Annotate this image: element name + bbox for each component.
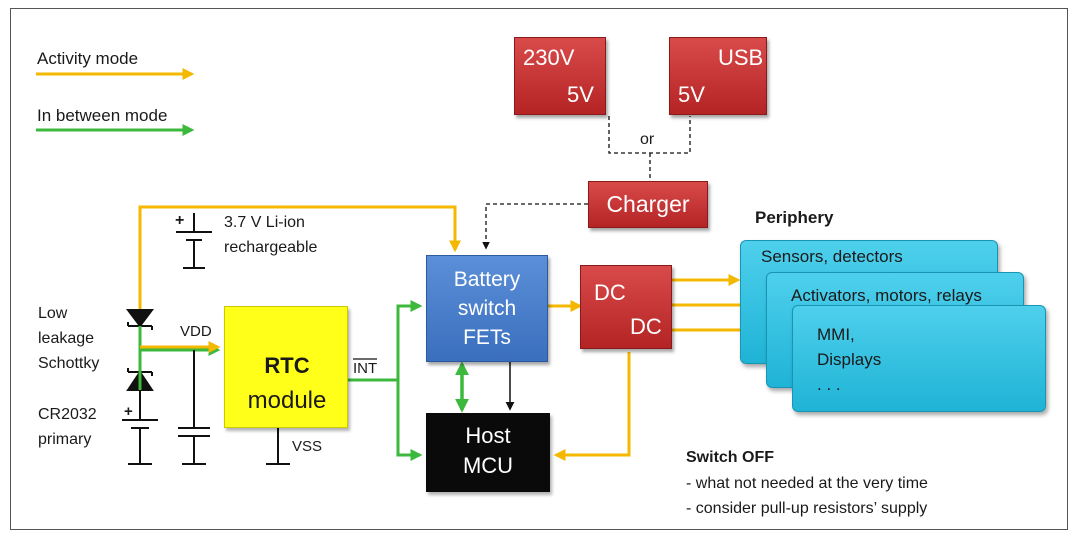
usb-source-block: USB 5V [669, 37, 767, 115]
host-mcu-block: Host MCU [426, 413, 550, 492]
switch-off-title: Switch OFF [686, 449, 774, 466]
charger-to-switch-line [482, 203, 588, 250]
rtc-module-block: RTC module [224, 306, 348, 428]
coin-cell-plus-sign: + [124, 403, 133, 420]
or-label: or [640, 131, 655, 148]
periphery-card-mmi-line2: Displays [817, 350, 882, 369]
int-signal-label: INT [353, 360, 378, 377]
switch-off-note1: - what not needed at the very time [686, 475, 928, 492]
li-ion-supply-wire [138, 205, 461, 310]
mains-adapter-block: 230V 5V [514, 37, 606, 115]
legend-activity-label: Activity mode [37, 49, 139, 68]
int-green-wires [348, 300, 423, 461]
li-ion-plus-sign: + [175, 212, 185, 229]
battery-switch-block: Battery switch FETs [426, 255, 548, 362]
battery-switch-line3: FETs [463, 326, 511, 349]
vdd-capacitor-symbol [178, 350, 210, 465]
periphery-card-mmi-line1: MMI, [817, 325, 855, 344]
schottky-label-line2: leakage [38, 330, 95, 347]
periphery-card-mmi-line3: . . . [817, 375, 841, 394]
usb-input-label: USB [718, 45, 764, 70]
periphery-card-mmi: MMI, Displays . . . [792, 305, 1046, 412]
host-mcu-line1: Host [465, 423, 511, 448]
rtc-subtitle: module [247, 387, 327, 414]
mains-output-label: 5V [567, 82, 594, 107]
schottky-label-line1: Low [38, 305, 68, 322]
legend-in-between-label: In between mode [37, 106, 168, 125]
periphery-card-sensors-label: Sensors, detectors [761, 247, 903, 266]
usb-output-label: 5V [678, 82, 705, 107]
battery-switch-line1: Battery [453, 268, 521, 291]
vss-label: VSS [292, 438, 323, 455]
schottky-label-line3: Schottky [38, 355, 100, 372]
dcdc-to-host-wire [553, 352, 631, 461]
mains-input-label: 230V [523, 45, 575, 70]
dcdc-input-label: DC [594, 280, 626, 305]
vdd-label: VDD [180, 323, 212, 340]
coin-cell-symbol [122, 390, 158, 465]
coin-cell-label-line2: primary [38, 431, 92, 448]
switch-off-note2: - consider pull-up resistors’ supply [686, 500, 928, 517]
li-ion-label-line2: rechargeable [224, 239, 318, 256]
dcdc-converter-block: DC DC [580, 265, 672, 349]
li-ion-battery-symbol [176, 213, 212, 269]
host-mcu-line2: MCU [462, 453, 514, 478]
periphery-card-activators-label: Activators, motors, relays [791, 286, 982, 305]
rtc-vss-ground [266, 428, 290, 465]
dcdc-output-label: DC [630, 314, 662, 339]
source-or-lines [608, 116, 691, 181]
rtc-title: RTC [264, 353, 310, 378]
charger-block: Charger [588, 181, 708, 228]
li-ion-label-line1: 3.7 V Li-ion [224, 214, 305, 231]
coin-cell-label-line1: CR2032 [38, 406, 97, 423]
periphery-title: Periphery [755, 208, 834, 227]
battery-switch-line2: switch [457, 297, 517, 320]
